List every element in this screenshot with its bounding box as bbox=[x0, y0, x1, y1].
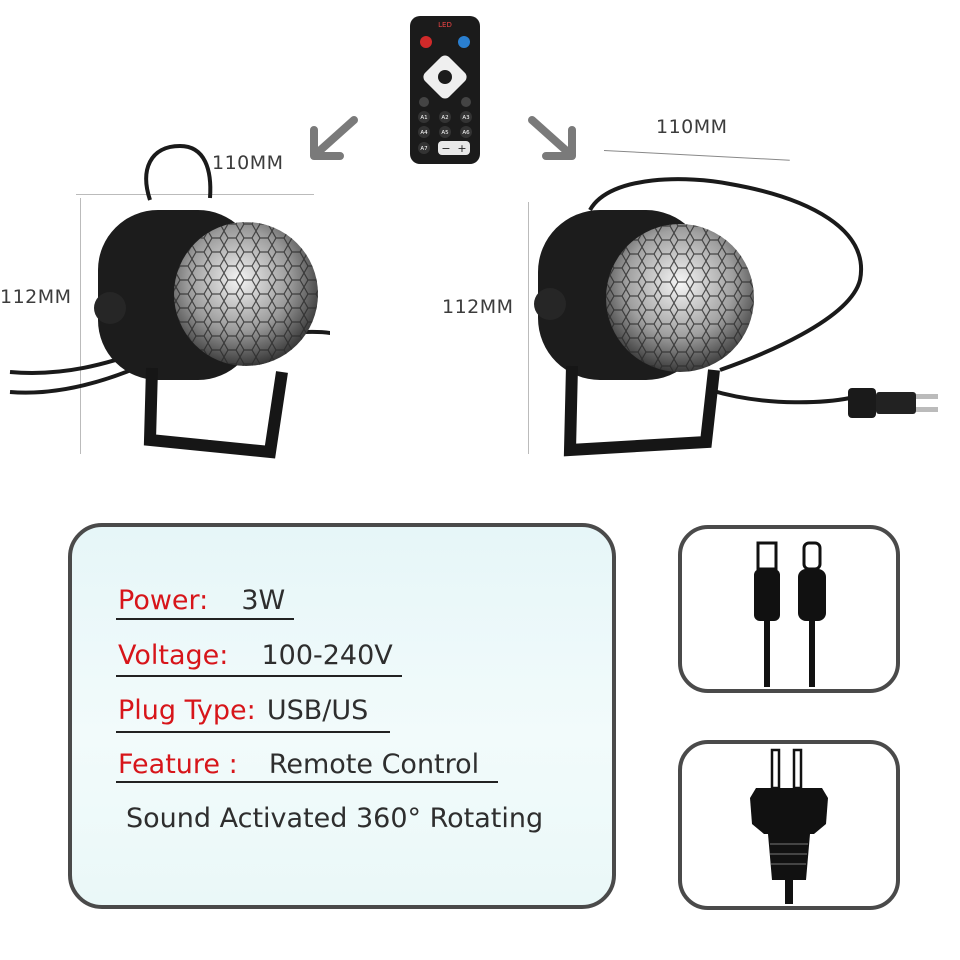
feature-extra-value: Sound Activated 360° Rotating bbox=[126, 803, 544, 834]
power-value: 3W bbox=[241, 585, 286, 616]
spec-feature-extra: Sound Activated 360° Rotating bbox=[126, 803, 543, 834]
left-width-label: 110MM bbox=[212, 152, 284, 174]
arrow-down-left-icon bbox=[310, 116, 358, 160]
feature-value: Remote Control bbox=[268, 749, 480, 780]
power-underline bbox=[116, 618, 294, 620]
voltage-underline bbox=[116, 675, 402, 677]
usb-cable-icon bbox=[754, 541, 826, 687]
us-plug-cable-end bbox=[848, 388, 938, 418]
right-width-line bbox=[603, 150, 790, 161]
remote-plus: + bbox=[457, 142, 466, 155]
right-height-label: 112MM bbox=[442, 296, 514, 318]
remote-button-a2: A2 bbox=[441, 115, 448, 121]
left-height-label: 112MM bbox=[0, 286, 72, 308]
remote-button-a7: A7 bbox=[420, 146, 428, 152]
feature-underline bbox=[116, 781, 498, 783]
spec-voltage: Voltage: 100-240V bbox=[118, 640, 393, 671]
left-width-line bbox=[76, 194, 314, 195]
disco-light-right bbox=[534, 177, 938, 457]
left-height-line bbox=[80, 198, 81, 454]
remote-control: LED A1 A2 A3 A4 A5 A6 A7 − + bbox=[410, 16, 480, 164]
plug-type-label: Plug Type: bbox=[118, 695, 256, 726]
mode-button bbox=[458, 36, 470, 48]
us-plug-icon bbox=[750, 748, 828, 904]
power-button bbox=[420, 36, 432, 48]
arrow-down-right-icon bbox=[528, 116, 576, 160]
remote-button-a5: A5 bbox=[441, 130, 449, 136]
remote-minus: − bbox=[441, 142, 450, 155]
remote-button-a6: A6 bbox=[462, 130, 470, 136]
plug-type-underline bbox=[116, 731, 390, 733]
power-label: Power: bbox=[118, 585, 209, 616]
plug-type-value: USB/US bbox=[266, 695, 369, 726]
voltage-label: Voltage: bbox=[118, 640, 229, 671]
usb-cable-card bbox=[678, 525, 900, 693]
remote-button-a4: A4 bbox=[420, 130, 428, 136]
feature-label: Feature : bbox=[118, 749, 238, 780]
right-height-line bbox=[528, 202, 529, 454]
us-plug-card bbox=[678, 740, 900, 910]
spec-plug-type: Plug Type: USB/US bbox=[118, 695, 368, 726]
right-width-label: 110MM bbox=[656, 116, 728, 138]
remote-brand: LED bbox=[438, 21, 452, 29]
spec-power: Power: 3W bbox=[118, 585, 285, 616]
voltage-value: 100-240V bbox=[261, 640, 393, 671]
remote-button-a3: A3 bbox=[462, 115, 470, 121]
disco-light-left bbox=[9, 143, 330, 459]
remote-button-a1: A1 bbox=[420, 115, 427, 121]
spec-card bbox=[68, 523, 616, 909]
spec-feature: Feature : Remote Control bbox=[118, 749, 479, 780]
